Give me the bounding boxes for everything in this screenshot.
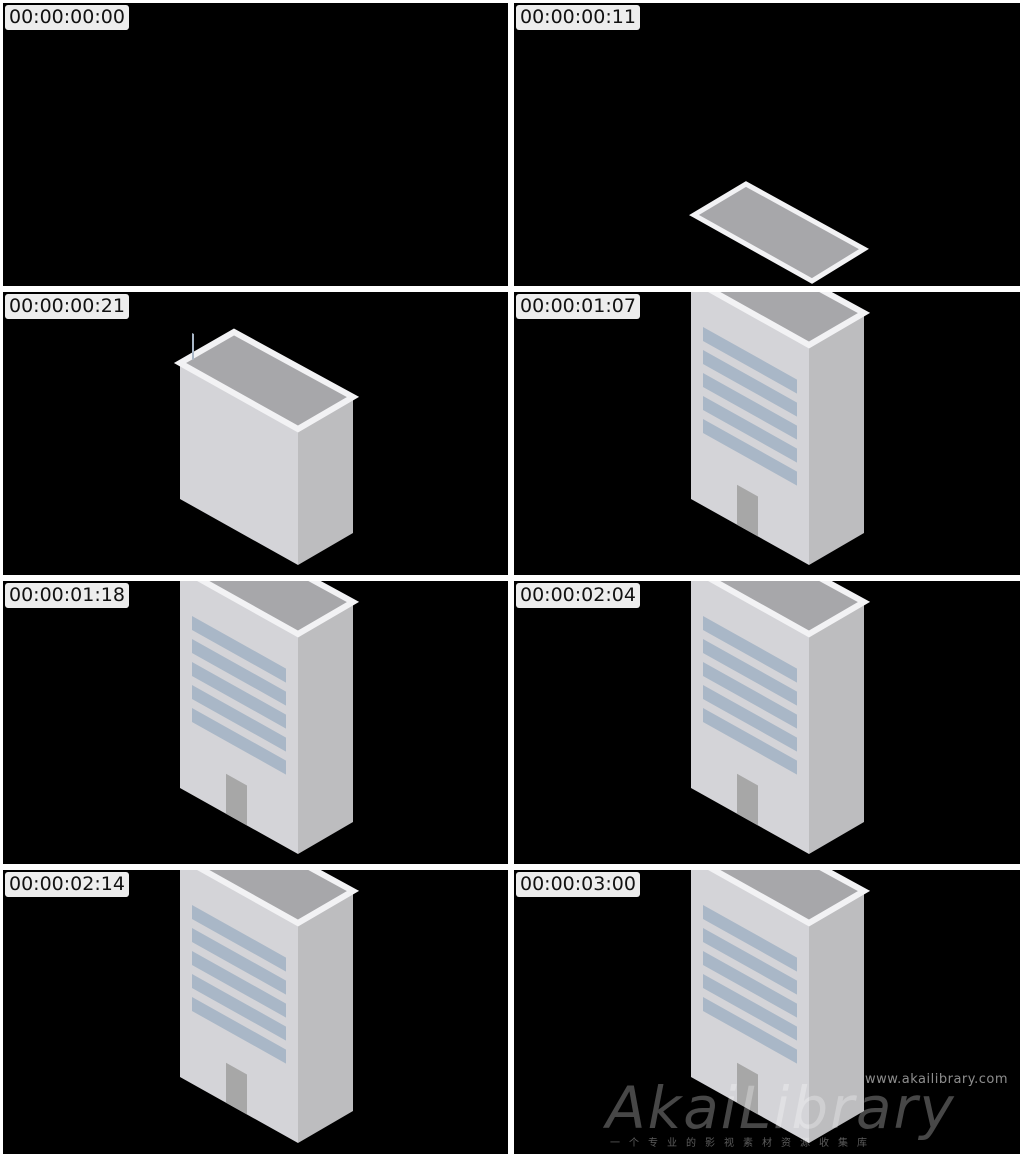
right-wall [809, 891, 864, 1143]
window-band-1 [703, 327, 797, 394]
roof [708, 581, 871, 638]
scene-2 [689, 181, 869, 284]
right-wall [298, 891, 353, 1143]
roof [708, 292, 871, 349]
window-band-1 [192, 616, 286, 683]
window-band-3 [192, 662, 286, 729]
window-band-1 [703, 905, 797, 972]
timecode-8: 00:00:03:00 [516, 872, 640, 897]
timecode-3: 00:00:00:21 [5, 294, 129, 319]
window-band-1 [703, 616, 797, 683]
scene-8 [691, 870, 871, 1143]
frame-8: 00:00:03:00 [514, 870, 1020, 1154]
scene-3 [173, 328, 360, 565]
window-band-4 [703, 685, 797, 752]
frame-4: 00:00:01:07 [514, 292, 1020, 575]
door [226, 773, 247, 826]
window-band-5 [703, 997, 797, 1064]
door [226, 1062, 247, 1115]
window-band-3 [703, 951, 797, 1018]
frame-6: 00:00:02:04 [514, 581, 1020, 864]
window-band-4 [703, 396, 797, 463]
window-band-2 [192, 928, 286, 995]
door [737, 484, 758, 537]
door [737, 1062, 758, 1115]
roof [173, 328, 360, 433]
window-band-2 [703, 350, 797, 417]
door [737, 773, 758, 826]
scene-1 [3, 3, 508, 286]
timecode-5: 00:00:01:18 [5, 583, 129, 608]
frame-3: 00:00:00:21 [3, 292, 508, 575]
roof [197, 581, 360, 638]
scene-4 [691, 292, 871, 565]
window-band-3 [703, 373, 797, 440]
window-band-5 [192, 708, 286, 775]
frame-5: 00:00:01:18 [3, 581, 508, 864]
timecode-4: 00:00:01:07 [516, 294, 640, 319]
footprint-slab [689, 181, 869, 284]
window-band-2 [192, 639, 286, 706]
window-band-2 [703, 639, 797, 706]
window-sliver [192, 333, 194, 360]
frame-2: 00:00:00:11 [514, 3, 1020, 286]
scene-7 [180, 870, 360, 1143]
scene-5 [180, 581, 360, 854]
roof [197, 870, 360, 927]
frame-7: 00:00:02:14 [3, 870, 508, 1154]
window-band-4 [192, 685, 286, 752]
window-band-1 [192, 905, 286, 972]
timecode-6: 00:00:02:04 [516, 583, 640, 608]
right-wall [298, 397, 353, 565]
window-band-3 [703, 662, 797, 729]
right-wall [809, 602, 864, 854]
scene-6 [691, 581, 871, 854]
right-wall [298, 602, 353, 854]
timecode-1: 00:00:00:00 [5, 5, 129, 30]
timecode-7: 00:00:02:14 [5, 872, 129, 897]
window-band-4 [703, 974, 797, 1041]
window-band-4 [192, 974, 286, 1041]
window-band-5 [703, 419, 797, 486]
window-band-5 [703, 708, 797, 775]
roof [708, 870, 871, 927]
window-band-2 [703, 928, 797, 995]
right-wall [809, 313, 864, 565]
window-band-3 [192, 951, 286, 1018]
window-band-5 [192, 997, 286, 1064]
frame-1: 00:00:00:00 [3, 3, 508, 286]
timecode-2: 00:00:00:11 [516, 5, 640, 30]
